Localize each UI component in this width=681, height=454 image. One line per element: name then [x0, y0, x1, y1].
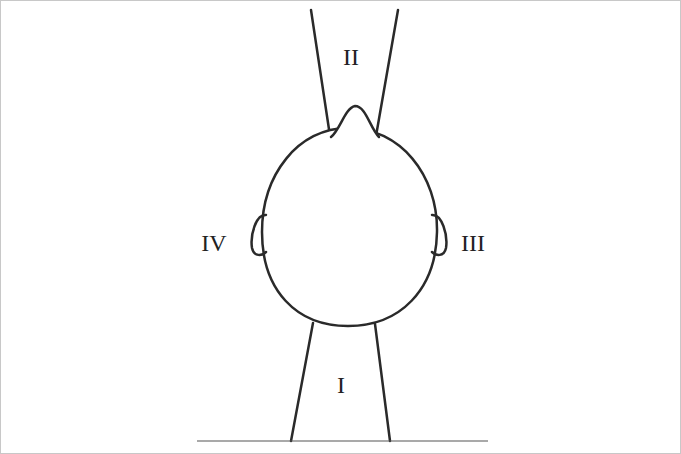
baseline: [197, 440, 488, 441]
beam-line: [375, 324, 390, 441]
ear: [252, 215, 266, 255]
view-label: II: [343, 45, 359, 69]
view-label: I: [337, 373, 345, 397]
beam-line: [291, 323, 313, 441]
view-label: III: [461, 231, 485, 255]
ear: [432, 215, 446, 255]
view-label: IV: [201, 231, 226, 255]
head-outline: [262, 128, 437, 326]
beam-line: [376, 10, 398, 136]
nose: [331, 106, 379, 137]
beam-line: [311, 10, 330, 136]
